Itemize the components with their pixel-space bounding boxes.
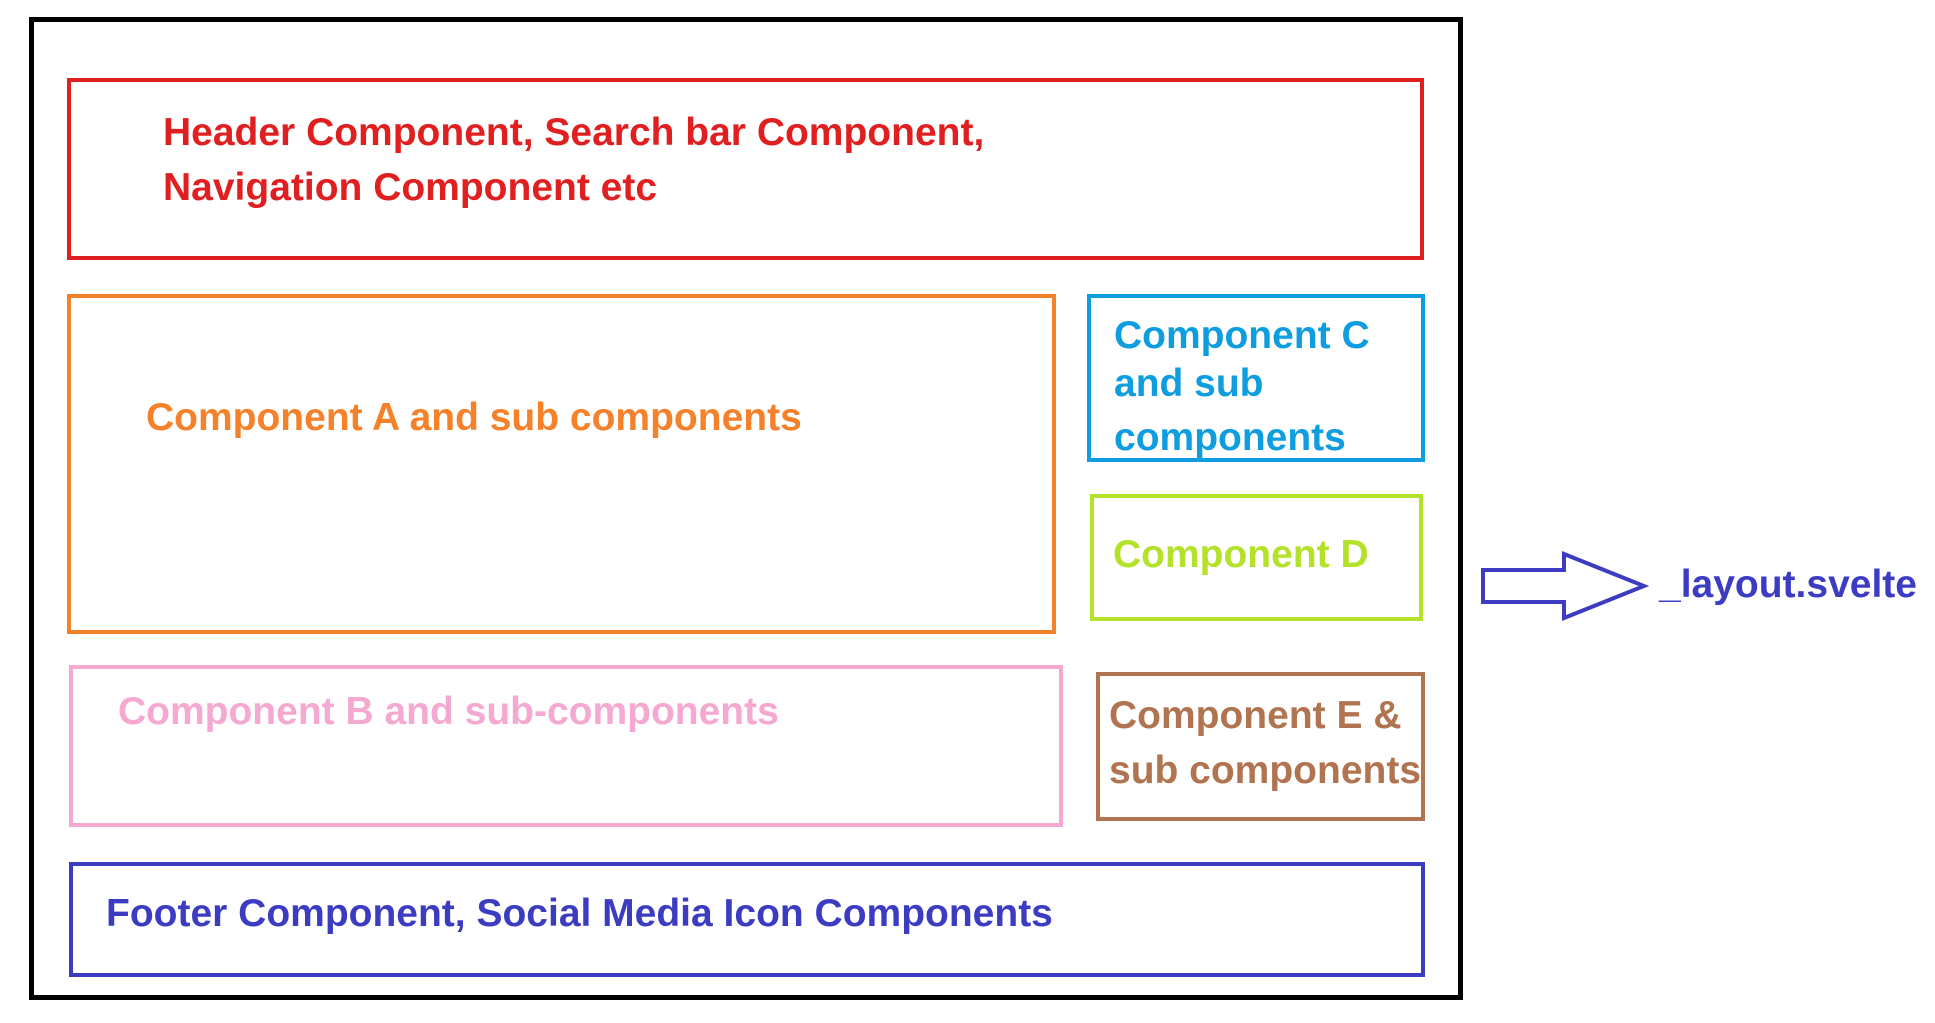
component-c-label: Component C and sub components	[1114, 312, 1370, 462]
component-d-box: Component D	[1090, 494, 1423, 621]
footer-component-box: Footer Component, Social Media Icon Comp…	[69, 862, 1425, 977]
component-c-line-2: and sub	[1114, 362, 1264, 405]
header-component-box: Header Component, Search bar Component, …	[67, 78, 1424, 260]
component-c-box: Component C and sub components	[1087, 294, 1425, 462]
component-e-box: Component E & sub components	[1096, 672, 1425, 821]
right-arrow-icon	[1481, 551, 1649, 621]
layout-frame	[29, 17, 1463, 1000]
component-a-label: Component A and sub components	[146, 396, 802, 439]
component-e-label: Component E & sub components	[1109, 688, 1421, 798]
header-label-line-1: Header Component, Search bar Component,	[163, 111, 985, 154]
header-component-label: Header Component, Search bar Component, …	[163, 105, 984, 215]
component-e-line-2: sub components	[1109, 749, 1422, 792]
component-c-line-1: Component C	[1114, 314, 1370, 357]
component-b-box: Component B and sub-components	[69, 665, 1063, 827]
header-label-line-2: Navigation Component etc	[163, 166, 658, 209]
component-c-line-3: components	[1114, 416, 1346, 459]
component-d-label: Component D	[1113, 533, 1369, 576]
component-a-box: Component A and sub components	[67, 294, 1056, 634]
component-e-line-1: Component E &	[1109, 694, 1402, 737]
layout-file-label: _layout.svelte	[1659, 563, 1917, 606]
component-b-label: Component B and sub-components	[118, 690, 779, 733]
footer-component-label: Footer Component, Social Media Icon Comp…	[106, 892, 1053, 935]
